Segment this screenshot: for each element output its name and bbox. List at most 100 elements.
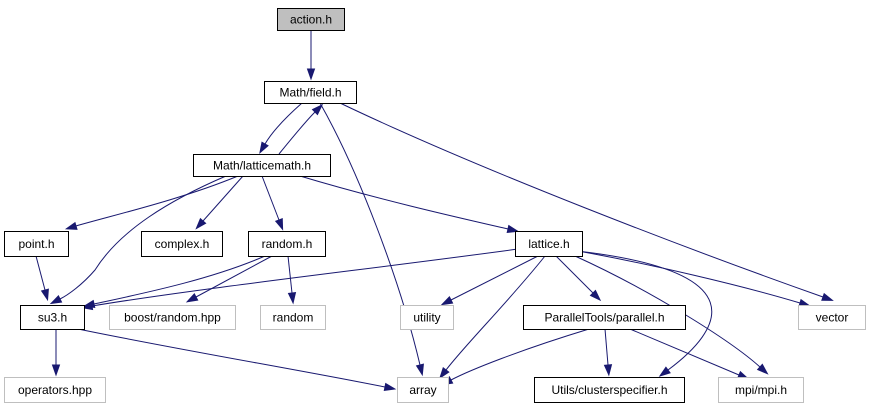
edge-line [577, 250, 801, 304]
edge-lattice-h-to-vector [577, 250, 812, 307]
arrowhead [756, 363, 769, 375]
node-box [397, 377, 449, 403]
arrowhead [311, 103, 324, 116]
arrowhead [439, 367, 450, 380]
arrowhead [287, 292, 297, 305]
node-box [4, 377, 106, 403]
node-label: Utils/clusterspecifier.h [551, 383, 667, 397]
node-point-h[interactable]: point.h [4, 231, 69, 257]
node-mpi-mpi-h: mpi/mpi.h [718, 377, 804, 403]
node-box [718, 377, 804, 403]
edge-lattice-h-to-paralleltools-parallel-h [555, 255, 602, 302]
edge-lattice-h-to-array [439, 255, 546, 380]
edge-line [555, 255, 594, 294]
node-box [515, 231, 583, 257]
edge-math-latticemath-h-to-lattice-h [299, 175, 520, 233]
node-lattice-h[interactable]: lattice.h [515, 231, 583, 257]
edge-math-latticemath-h-to-random-h [261, 175, 284, 231]
edge-paralleltools-parallel-h-to-mpi-mpi-h [629, 328, 750, 380]
edge-action-h-to-math-field-h [306, 30, 316, 81]
node-label: ParallelTools/parallel.h [544, 311, 664, 325]
node-array: array [397, 377, 449, 403]
edge-line [604, 328, 609, 366]
node-box [193, 154, 331, 177]
node-box [260, 305, 326, 330]
edge-math-latticemath-h-to-point-h [64, 175, 239, 230]
node-label: vector [816, 311, 849, 325]
edge-line [445, 255, 546, 371]
arrowhead [603, 364, 613, 377]
arrowhead [259, 141, 269, 154]
edge-line [450, 255, 539, 301]
node-box [264, 81, 357, 104]
node-label: action.h [290, 13, 332, 27]
arrowhead [383, 382, 397, 392]
edge-line [299, 175, 509, 230]
node-box [4, 231, 69, 257]
node-box [523, 305, 686, 330]
arrowhead [821, 292, 834, 301]
edge-line [195, 255, 273, 298]
node-vector: vector [798, 305, 866, 330]
arrowhead [195, 217, 207, 230]
edge-line [278, 111, 316, 155]
arrowhead [51, 364, 61, 377]
node-random-h[interactable]: random.h [248, 231, 326, 257]
node-math-latticemath-h[interactable]: Math/latticemath.h [193, 154, 331, 177]
edges-layer [35, 30, 834, 392]
node-math-field-h[interactable]: Math/field.h [264, 81, 357, 104]
node-label: boost/random.hpp [124, 311, 221, 325]
arrowhead [306, 68, 316, 81]
node-label: operators.hpp [18, 383, 92, 397]
node-su3-h[interactable]: su3.h [20, 305, 85, 330]
node-label: array [409, 383, 436, 397]
arrowhead [658, 366, 671, 377]
edge-line [59, 175, 227, 300]
edge-su3-h-to-operators-hpp [51, 329, 61, 377]
node-action-h[interactable]: action.h [277, 8, 345, 31]
arrowhead [506, 224, 520, 233]
node-box [277, 8, 345, 31]
node-random: random [260, 305, 326, 330]
node-label: random.h [262, 237, 313, 251]
node-utils-clusterspecifier-h[interactable]: Utils/clusterspecifier.h [534, 377, 685, 403]
edge-line [450, 328, 590, 381]
edge-math-field-h-to-array [319, 102, 424, 377]
edge-line [319, 102, 421, 366]
node-box [141, 231, 223, 257]
node-utility: utility [400, 305, 454, 330]
node-complex-h[interactable]: complex.h [141, 231, 223, 257]
edge-line [264, 102, 303, 145]
node-label: su3.h [38, 311, 67, 325]
edge-paralleltools-parallel-h-to-utils-clusterspecifier-h [603, 328, 613, 377]
edge-math-latticemath-h-to-su3-h [49, 175, 227, 305]
arrowhead [49, 295, 63, 305]
edge-math-latticemath-h-to-complex-h [195, 175, 244, 230]
node-operators-hpp: operators.hpp [4, 377, 106, 403]
edge-line [629, 328, 740, 376]
node-label: lattice.h [528, 237, 569, 251]
edge-su3-h-to-array [77, 328, 397, 392]
arrowhead [40, 288, 49, 302]
edge-line [339, 102, 824, 298]
node-label: Math/field.h [279, 86, 341, 100]
arrowhead [185, 293, 199, 303]
edge-random-h-to-random [287, 255, 297, 305]
edge-line [77, 328, 386, 388]
edge-lattice-h-to-utility [440, 255, 539, 306]
node-label: Math/latticemath.h [213, 159, 311, 173]
node-label: complex.h [155, 237, 210, 251]
edge-random-h-to-boost-random-hpp [185, 255, 273, 303]
arrowhead [415, 363, 424, 377]
node-label: random [273, 311, 314, 325]
edge-line [35, 255, 46, 291]
node-label: utility [413, 311, 440, 325]
arrowhead [64, 221, 78, 230]
edge-math-latticemath-h-to-math-field-h [278, 103, 324, 155]
node-paralleltools-parallel-h[interactable]: ParallelTools/parallel.h [523, 305, 686, 330]
node-box [109, 305, 236, 330]
edge-line [75, 175, 239, 227]
arrowhead [274, 218, 284, 231]
